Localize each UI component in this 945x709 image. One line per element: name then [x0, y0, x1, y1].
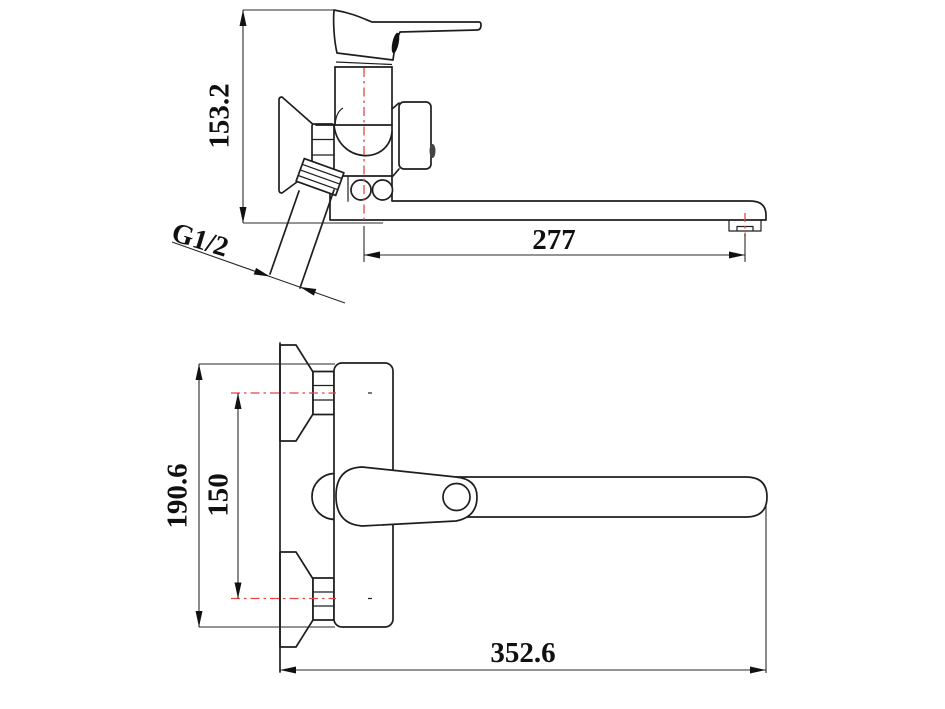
plan-view: 190.6 150 352.6	[162, 342, 768, 674]
dimension-label-inlet-centers: 150	[203, 473, 235, 517]
hose-left-edge	[269, 190, 300, 275]
hose-right-edge	[299, 189, 335, 289]
diverter-bracket	[391, 101, 436, 177]
valve-chamber-arc	[333, 124, 393, 157]
side-view: 153.2 277 G1/2	[168, 9, 767, 304]
spout-plan	[392, 476, 768, 518]
escutcheon-bottom-mount	[279, 551, 314, 648]
dimension-label-spout-reach: 277	[532, 224, 576, 256]
dimension-label-inlet-thread: G1/2	[168, 217, 232, 263]
handle-pivot	[391, 32, 400, 54]
dimension-overall-length: 352.6	[280, 502, 767, 674]
shower-hose	[269, 157, 345, 289]
dimension-spout-reach: 277	[363, 224, 746, 262]
dimension-inlet-thread: G1/2	[168, 217, 346, 304]
body-parting-curve	[334, 107, 344, 126]
spout-side	[329, 200, 767, 221]
valve-body-side	[315, 66, 393, 177]
dimension-label-overall-length: 352.6	[490, 637, 555, 669]
dimension-label-body-overall-width: 190.6	[162, 463, 194, 528]
dimension-inlet-centers: 150	[203, 393, 242, 599]
spout-joint-housing	[329, 175, 394, 204]
faucet-handle	[332, 9, 482, 68]
dimension-label-overall-height: 153.2	[204, 83, 236, 148]
handle-knob-circle	[442, 482, 471, 512]
lever-handle-plan	[335, 466, 478, 527]
dimension-overall-height: 153.2	[204, 9, 383, 224]
dimension-body-overall-width: 190.6	[162, 363, 335, 628]
joint-ring-left	[350, 179, 372, 201]
diverter-knob	[429, 144, 436, 158]
joint-ring-right	[371, 179, 394, 201]
